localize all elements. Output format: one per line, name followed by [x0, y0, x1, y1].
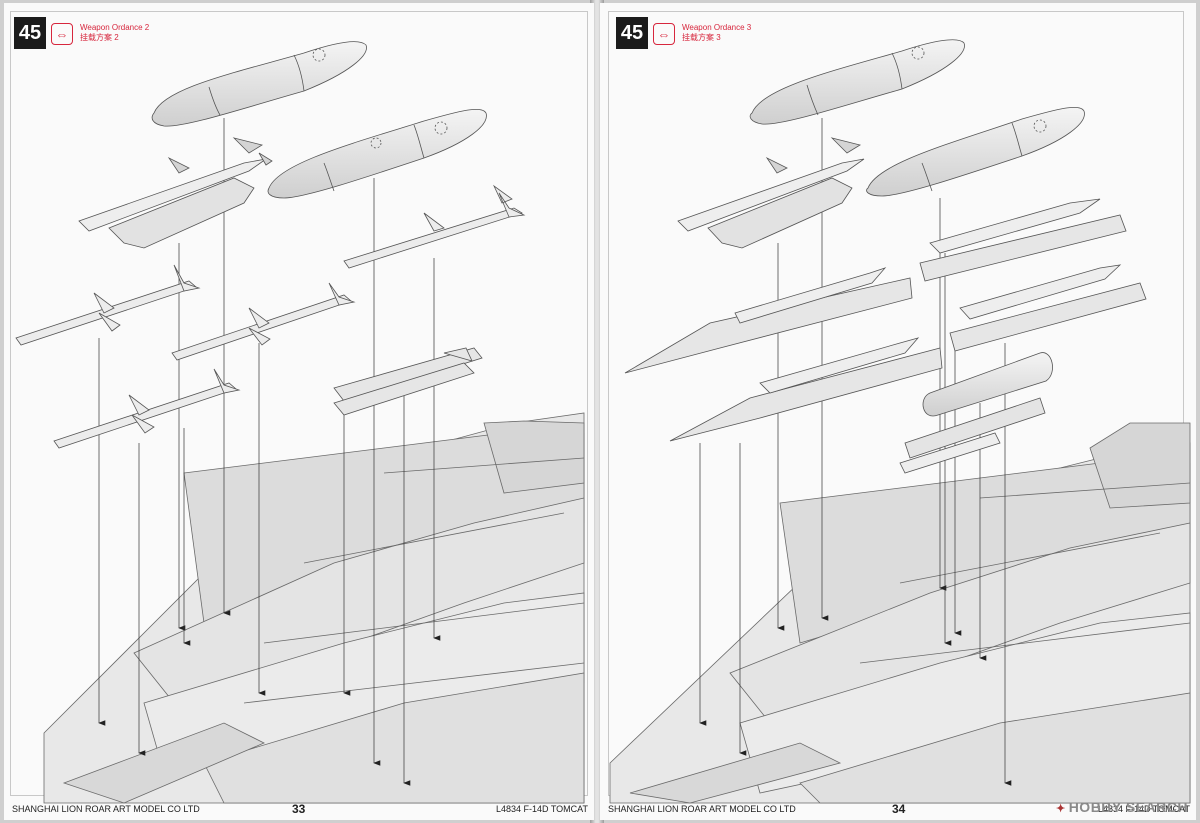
instruction-page-right: 45 ⇔ Weapon Ordance 3 挂载方案 3 SHANGHAI LI…	[600, 3, 1196, 820]
step-title-en: Weapon Ordance 2	[80, 23, 150, 32]
step-title-cn: 挂载方案 3	[682, 33, 721, 42]
missile-part	[53, 368, 241, 449]
assembly-drawing-right	[609, 39, 1191, 804]
missile-part	[171, 282, 356, 361]
step-title-cn: 挂载方案 2	[80, 33, 119, 42]
footer-company: SHANGHAI LION ROAR ART MODEL CO LTD	[608, 804, 796, 814]
pylon-part	[78, 137, 273, 249]
watermark-text: HOBBY SEARCH	[1068, 799, 1188, 815]
bomb-rack-part	[669, 337, 943, 442]
footer-company: SHANGHAI LION ROAR ART MODEL CO LTD	[12, 804, 200, 814]
fuel-tank-part	[866, 106, 1085, 197]
pylon-part	[677, 137, 865, 249]
step-number-badge: 45	[14, 17, 46, 49]
bomb-rack-part	[949, 264, 1147, 352]
kit-code: L4834 F-14D TOMCAT	[495, 804, 588, 814]
kit-code: L4834 F-14D TOMCAT	[1097, 804, 1190, 814]
instruction-page-left: 45 ⇔ Weapon Ordance 2 挂载方案 2 SHANGHAI LI…	[4, 3, 594, 820]
star-logo-icon: ✦	[1055, 803, 1066, 815]
aircraft-fuselage	[609, 422, 1191, 804]
sensor-pod-part	[899, 352, 1053, 474]
assembly-drawing-left	[15, 41, 585, 804]
aircraft-fuselage	[43, 412, 585, 804]
bomb-rack-part	[624, 267, 913, 374]
bomb-rack-part	[919, 198, 1127, 282]
page-number: 34	[892, 802, 906, 816]
fuel-tank-part	[749, 39, 965, 125]
flip-arrows-icon: ⇔	[51, 23, 73, 45]
step-title-en: Weapon Ordance 3	[682, 23, 752, 32]
fuel-tank-part	[267, 108, 487, 199]
step-title: Weapon Ordance 2 挂载方案 2	[80, 23, 149, 43]
step-number-badge: 45	[616, 17, 648, 49]
missile-part	[343, 184, 526, 269]
flip-arrows-icon: ⇔	[653, 23, 675, 45]
bomb-rack-part	[333, 347, 483, 416]
step-title: Weapon Ordance 3 挂载方案 3	[682, 23, 751, 43]
watermark: ✦HOBBY SEARCH	[1056, 799, 1188, 815]
page-number: 33	[292, 802, 306, 816]
missile-part	[15, 264, 201, 346]
fuel-tank-part	[151, 41, 367, 127]
